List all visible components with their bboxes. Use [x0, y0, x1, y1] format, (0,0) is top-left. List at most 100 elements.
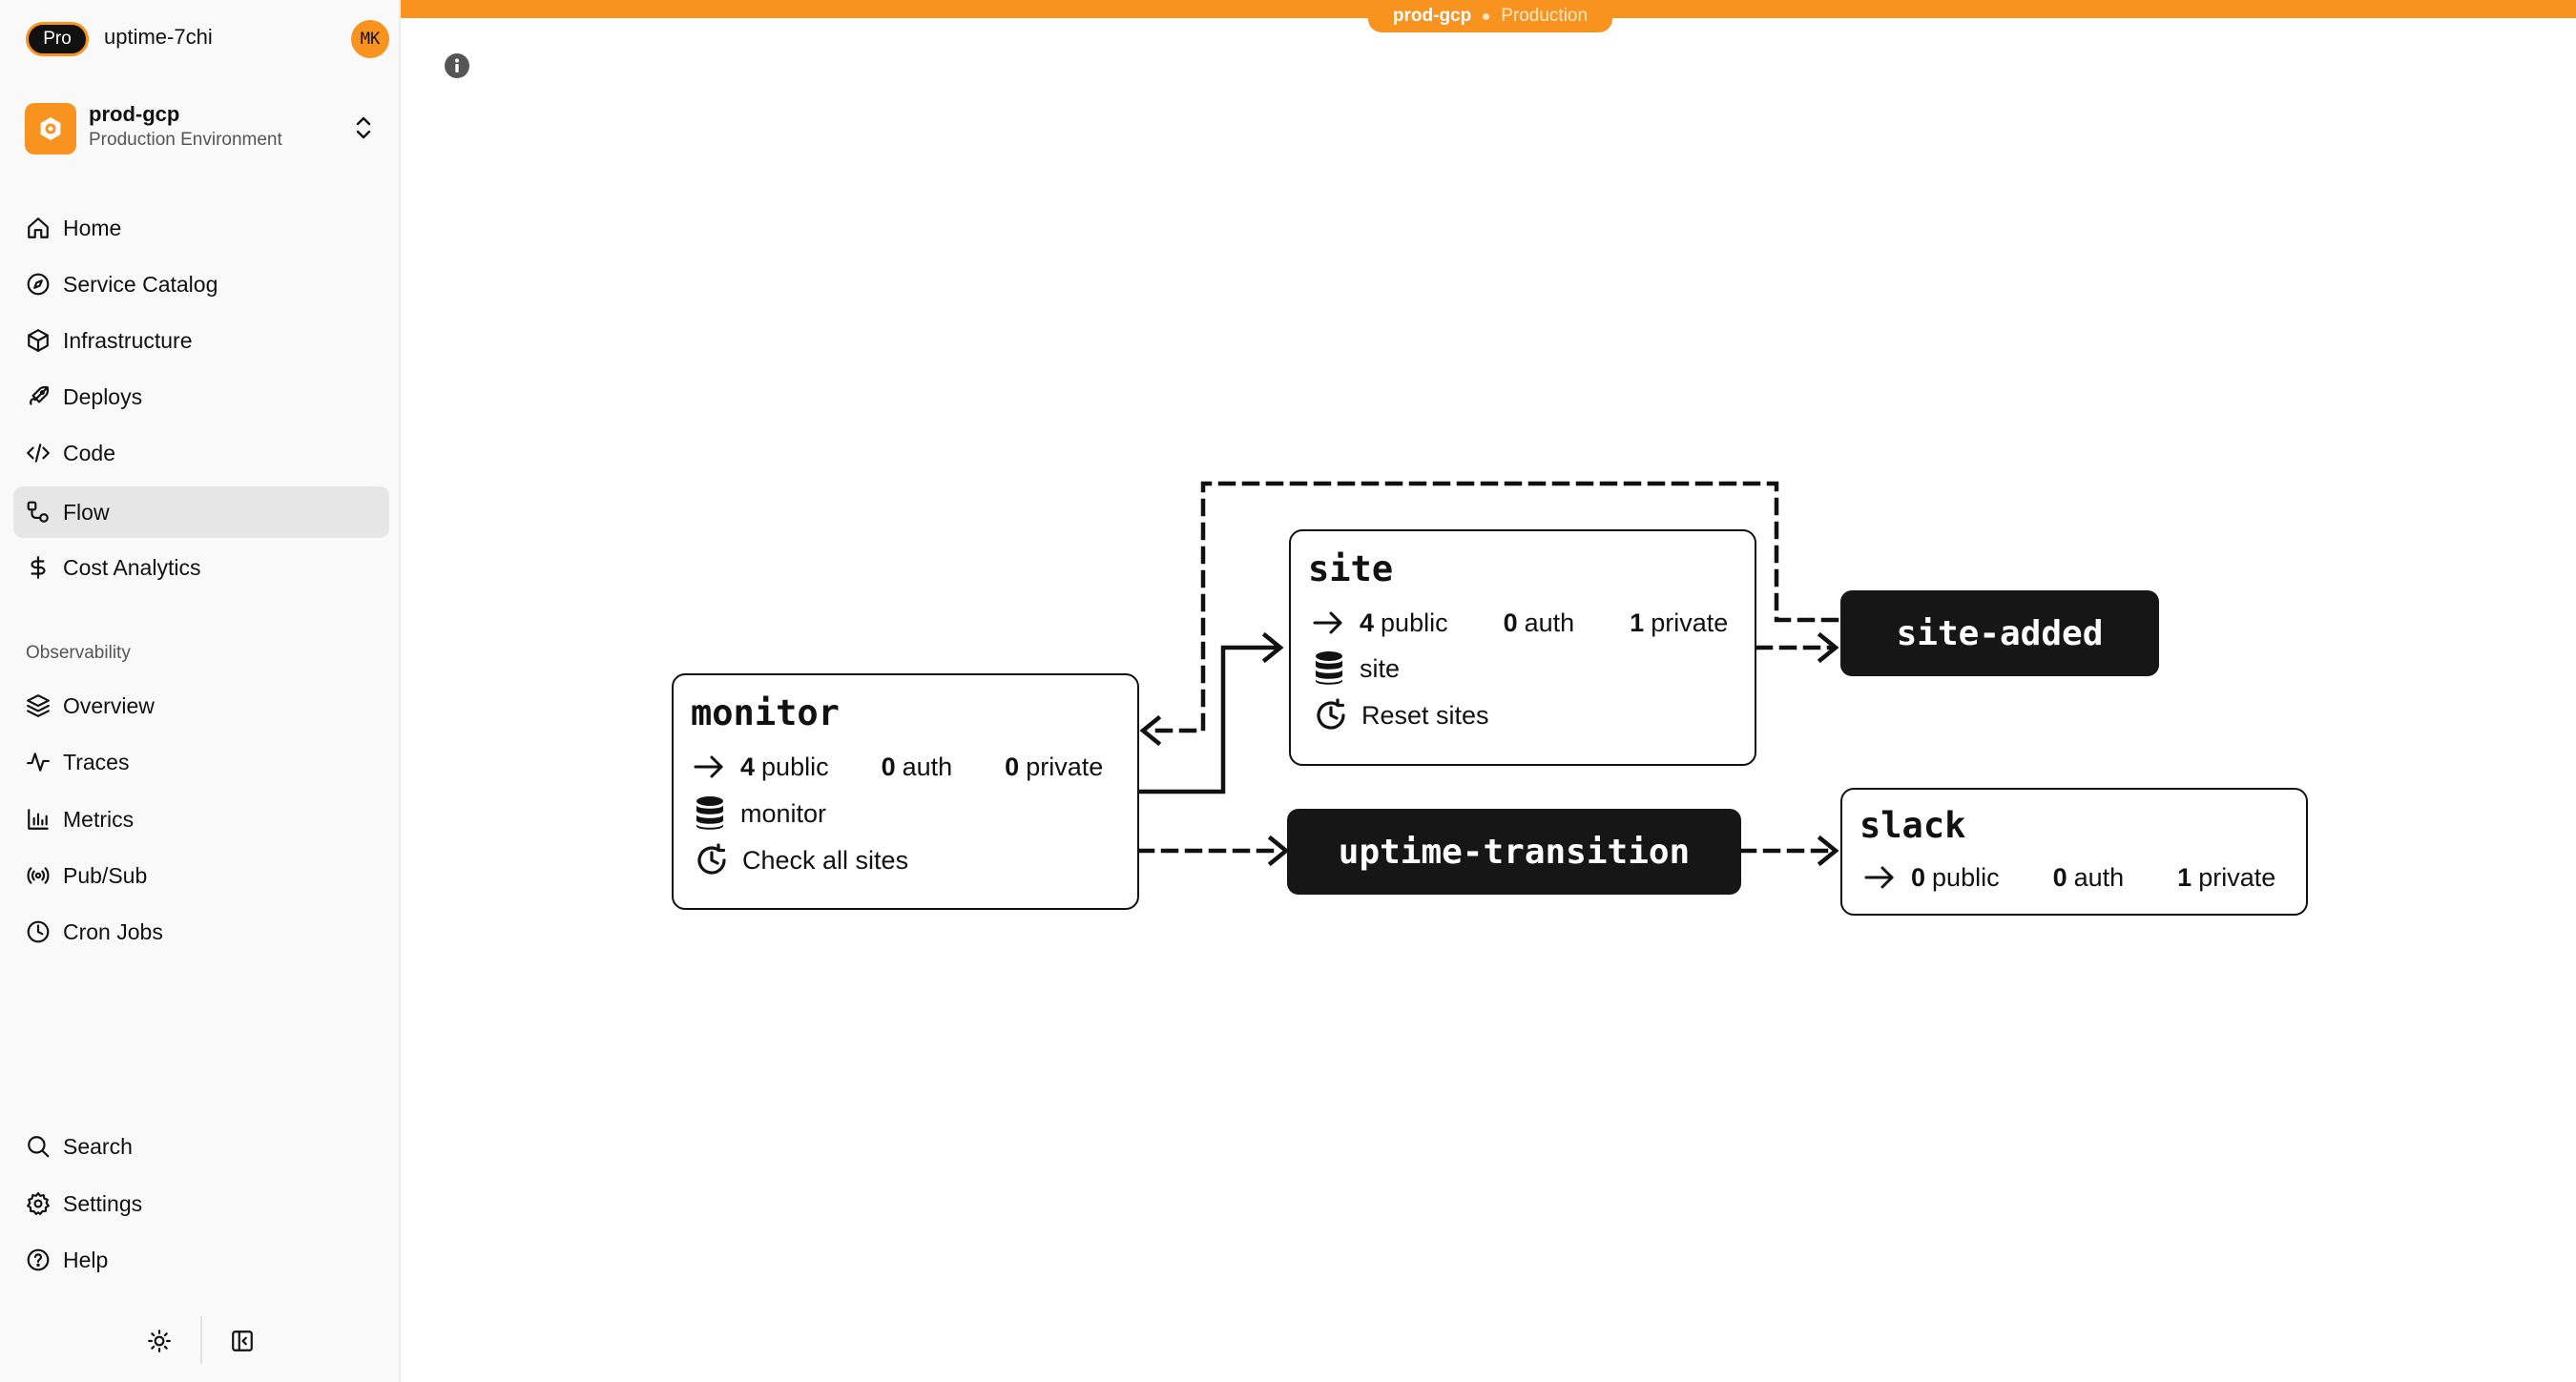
auth-label: auth [1524, 608, 1575, 637]
clock-icon [25, 918, 52, 945]
gcp-icon [25, 103, 76, 155]
sun-icon [147, 1329, 172, 1358]
database-icon [695, 795, 725, 832]
database-row: site [1314, 650, 1400, 688]
private-count: 1 [1630, 608, 1645, 637]
theme-toggle-button[interactable] [141, 1325, 177, 1361]
environment-banner: prod-gcp Production [1368, 0, 1612, 32]
environment-banner-env: Production [1501, 6, 1589, 26]
nav-item-search[interactable]: Search [13, 1121, 389, 1172]
public-count: 0 [1911, 862, 1926, 892]
nav-item-infrastructure[interactable]: Infrastructure [13, 315, 389, 366]
service-name: slack [1859, 805, 1966, 846]
nav-item-settings[interactable]: Settings [13, 1178, 389, 1229]
service-name: site [1308, 548, 1394, 589]
arrowhead-site [1261, 631, 1284, 664]
nav-item-label: Home [63, 215, 122, 240]
auth-count: 0 [2052, 862, 2067, 892]
topic-node-site-added[interactable]: site-added [1840, 590, 2159, 676]
nav-item-overview[interactable]: Overview [13, 680, 389, 732]
nav-item-label: Pub/Sub [63, 862, 148, 888]
nav-item-label: Service Catalog [63, 271, 218, 297]
private-label: private [2198, 862, 2276, 892]
private-label: private [1651, 608, 1729, 637]
arrowhead-slack [1817, 835, 1839, 867]
nav-item-code[interactable]: Code [13, 427, 389, 479]
rocket-icon [25, 383, 52, 410]
sidebar: Pro uptime-7chi MK prod-gcp Production E… [0, 0, 401, 1382]
broadcast-icon [25, 862, 52, 889]
auth-count: 0 [1503, 608, 1518, 637]
nav-item-help[interactable]: Help [13, 1234, 389, 1286]
observability-section-label: Observability [26, 643, 131, 663]
cron-job-name: Reset sites [1361, 700, 1489, 730]
arrowhead-monitor [1139, 714, 1162, 747]
public-label: public [1932, 862, 2000, 892]
nav-item-pubsub[interactable]: Pub/Sub [13, 850, 389, 901]
info-button[interactable] [443, 52, 471, 80]
app-name[interactable]: uptime-7chi [104, 25, 213, 49]
nav-item-metrics[interactable]: Metrics [13, 794, 389, 845]
nav-item-cost-analytics[interactable]: Cost Analytics [13, 542, 389, 593]
nav-item-cron-jobs[interactable]: Cron Jobs [13, 906, 389, 958]
nav-item-flow[interactable]: Flow [13, 486, 389, 538]
environment-selector[interactable]: prod-gcp Production Environment [13, 95, 389, 162]
nav-item-deploys[interactable]: Deploys [13, 371, 389, 423]
nav-item-traces[interactable]: Traces [13, 736, 389, 788]
bar-chart-icon [25, 806, 52, 833]
nav-item-home[interactable]: Home [13, 202, 389, 254]
layers-icon [25, 692, 52, 719]
database-row: monitor [695, 794, 826, 833]
private-count: 1 [2177, 862, 2192, 892]
public-count: 4 [740, 752, 756, 781]
arrowhead-uptime-transition [1267, 835, 1290, 867]
collapse-sidebar-button[interactable] [224, 1325, 260, 1361]
footer-divider [200, 1316, 202, 1364]
compass-icon [25, 271, 52, 298]
topic-name: site-added [1896, 613, 2104, 653]
help-icon [25, 1247, 52, 1273]
code-icon [25, 440, 52, 466]
topic-node-uptime-transition[interactable]: uptime-transition [1287, 809, 1741, 895]
cron-clock-icon [695, 843, 729, 877]
public-label: public [761, 752, 829, 781]
nav-item-label: Code [63, 440, 115, 465]
auth-label: auth [2073, 862, 2125, 892]
edge-monitor-site [1136, 645, 1279, 794]
nav-item-label: Overview [63, 692, 155, 718]
auth-count: 0 [881, 752, 896, 781]
nav-item-label: Deploys [63, 383, 143, 409]
nav-item-label: Cron Jobs [63, 918, 163, 944]
nav-item-service-catalog[interactable]: Service Catalog [13, 258, 389, 310]
cube-icon [25, 327, 52, 354]
nav-item-label: Cost Analytics [63, 554, 201, 580]
nav-item-label: Help [63, 1247, 109, 1272]
search-icon [25, 1133, 52, 1160]
nav-item-label: Traces [63, 749, 130, 774]
plan-badge[interactable]: Pro [26, 22, 89, 56]
gear-icon [25, 1190, 52, 1217]
avatar[interactable]: MK [351, 20, 389, 58]
plan-badge-label: Pro [43, 29, 72, 49]
chevron-up-down-icon [353, 114, 374, 146]
nav-item-label: Search [63, 1133, 133, 1159]
nav-item-label: Metrics [63, 806, 135, 832]
environment-banner-separator [1483, 12, 1490, 20]
environment-name: prod-gcp [89, 102, 180, 126]
dollar-icon [25, 554, 52, 581]
arrowhead-site-added [1817, 631, 1839, 664]
database-name: site [1360, 653, 1401, 683]
private-count: 0 [1005, 752, 1020, 781]
arrow-right-icon [1863, 865, 1896, 890]
cron-row: Check all sites [695, 841, 908, 879]
public-count: 4 [1360, 608, 1375, 637]
